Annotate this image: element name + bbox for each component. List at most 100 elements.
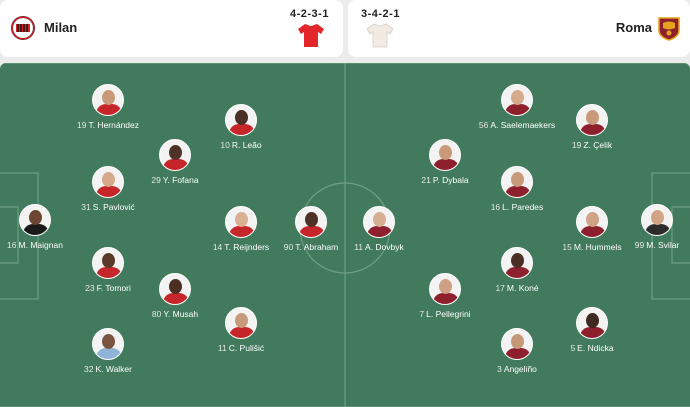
home-formation: 4-2-3-1 (290, 8, 329, 20)
away-team-header[interactable]: 3-4-2-1 Roma (348, 0, 690, 57)
player-avatar (429, 273, 461, 305)
player-avatar (92, 84, 124, 116)
player-number: 90 (283, 242, 294, 252)
player-number: 7 (419, 309, 425, 319)
away-kit-icon (366, 23, 394, 48)
player-number: 99 (634, 240, 645, 250)
home-kit-icon (298, 24, 324, 47)
player-number: 31 (81, 202, 91, 212)
player-name: Z. Çelik (583, 140, 613, 150)
player-name: T. Reijnders (224, 242, 270, 252)
player-number: 32 (84, 364, 94, 374)
away-formation: 3-4-2-1 (361, 8, 400, 20)
player-number: 15 (562, 242, 572, 252)
player-number: 80 (151, 309, 162, 319)
player-name: L. Paredes (502, 202, 544, 212)
player-number: 5 (570, 343, 576, 353)
player-name: M. Koné (506, 283, 539, 293)
player-number: 10 (220, 140, 230, 150)
player-name: S. Pavlović (92, 202, 135, 212)
home-team-name: Milan (44, 20, 78, 35)
player-name: L. Pellegrini (426, 309, 471, 319)
player-name: M. Maignan (18, 240, 63, 250)
player-avatar (576, 307, 608, 339)
player-number: 21 (421, 175, 431, 185)
player-name: R. Leão (231, 140, 262, 150)
player-avatar (159, 139, 191, 171)
player-name: Angeliño (503, 364, 537, 374)
player-avatar (501, 166, 533, 198)
player-name: T. Abraham (295, 242, 339, 252)
player-number: 16 (490, 202, 501, 212)
player-avatar (576, 104, 608, 136)
player-name: A. Saelemaekers (490, 120, 556, 130)
ac-milan-crest-icon (11, 16, 35, 40)
player-avatar (92, 247, 124, 279)
player-avatar (501, 247, 533, 279)
player-avatar (19, 204, 51, 236)
player-name: Y. Musah (163, 309, 199, 319)
player-name: E. Ndicka (577, 343, 614, 353)
player-avatar (225, 307, 257, 339)
player-name: F. Tomori (96, 283, 131, 293)
player-name: T. Hernández (88, 120, 140, 130)
player-name: M. Svilar (646, 240, 680, 250)
player-name: M. Hummels (573, 242, 622, 252)
player-name: P. Dybala (432, 175, 469, 185)
player-avatar (295, 206, 327, 238)
player-avatar (576, 206, 608, 238)
player-avatar (225, 104, 257, 136)
player-number: 29 (151, 175, 161, 185)
player-avatar (92, 328, 124, 360)
player-number: 11 (217, 343, 227, 353)
player-avatar (429, 139, 461, 171)
as-roma-crest-icon (658, 17, 680, 41)
player-name: Y. Fofana (162, 175, 199, 185)
player-number: 3 (497, 364, 502, 374)
player-name: K. Walker (95, 364, 132, 374)
player-avatar (92, 166, 124, 198)
player-number: 16 (7, 240, 17, 250)
player-number: 19 (76, 120, 87, 130)
home-team-header[interactable]: Milan 4-2-3-1 (0, 0, 343, 57)
player-name: A. Dovbyk (365, 242, 404, 252)
player-number: 19 (571, 140, 582, 150)
player-avatar (641, 204, 673, 236)
player-avatar (501, 84, 533, 116)
away-team-name: Roma (615, 20, 652, 35)
player-avatar (225, 206, 257, 238)
player-number: 17 (495, 283, 505, 293)
player-number: 23 (85, 283, 95, 293)
player-avatar (363, 206, 395, 238)
player-number: 56 (478, 120, 489, 130)
player-number: 11 (354, 242, 364, 252)
player-number: 14 (212, 242, 223, 252)
player-avatar (501, 328, 533, 360)
player-name: C. Pulišić (228, 343, 265, 353)
player-avatar (159, 273, 191, 305)
